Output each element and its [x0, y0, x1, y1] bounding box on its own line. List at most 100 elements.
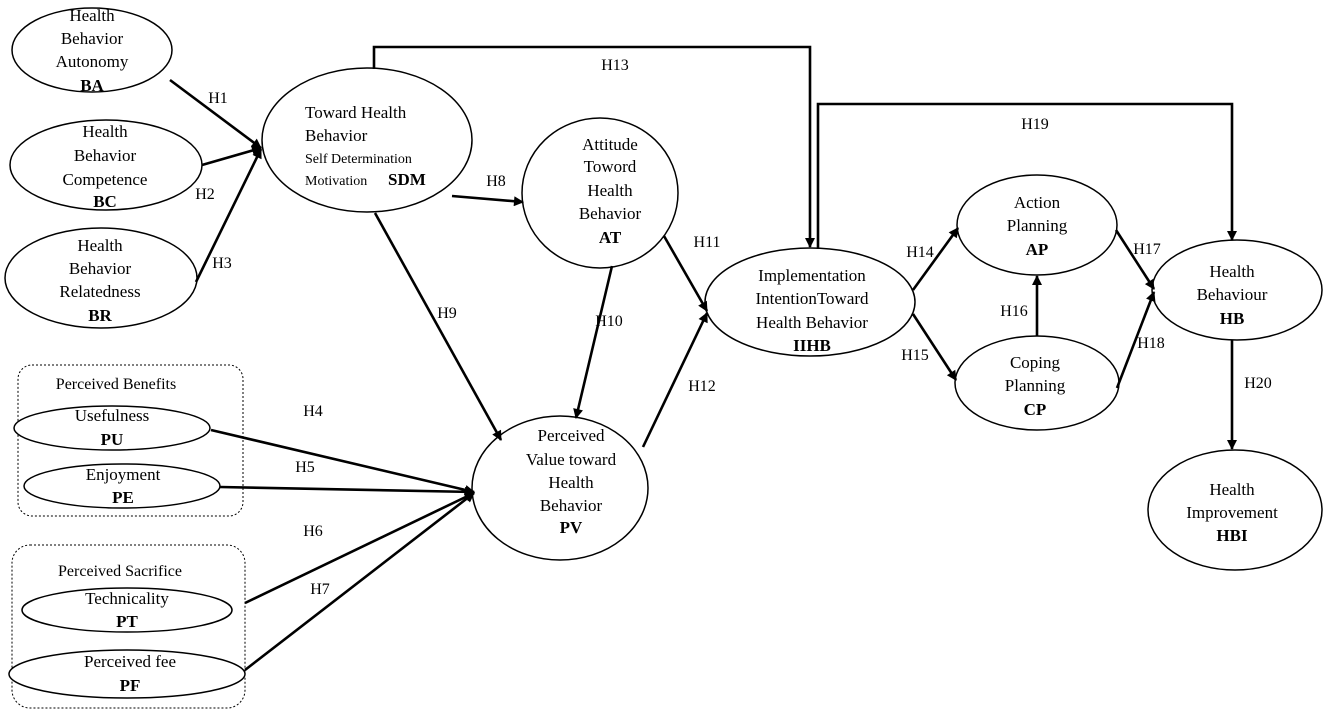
- node-at-line-4: Behavior: [579, 204, 642, 223]
- node-at-ellipse: [521, 117, 679, 269]
- node-pe: Enjoyment PE: [23, 463, 221, 509]
- edge-h15: [911, 313, 958, 381]
- edge-h18: [1115, 291, 1156, 389]
- node-cp: Coping Planning CP: [954, 335, 1120, 431]
- edge-h6: [244, 491, 475, 605]
- node-at-abbr: AT: [599, 228, 622, 247]
- node-br-line-2: Behavior: [69, 259, 132, 278]
- node-sdm-line-3: Self Determination: [305, 152, 412, 167]
- node-bc: Health Behavior Competence BC: [9, 119, 203, 211]
- node-ba: Health Behavior Autonomy BA: [11, 6, 173, 95]
- node-hb-ellipse: [1151, 239, 1323, 341]
- edge-label-h19: H19: [1021, 116, 1049, 133]
- edge-label-h14: H14: [906, 244, 934, 261]
- node-cp-abbr: CP: [1024, 400, 1047, 419]
- edge-label-h2: H2: [195, 186, 215, 203]
- group-perceived-benefits: Perceived Benefits: [17, 364, 244, 517]
- node-pv-line-4: Behavior: [540, 496, 603, 515]
- node-bc-line-1: Health: [82, 122, 128, 141]
- node-ba-abbr: BA: [80, 76, 104, 95]
- node-at-line-1: Attitude: [582, 135, 638, 154]
- edge-label-h11: H11: [694, 234, 721, 251]
- node-hb-abbr: HB: [1220, 309, 1245, 328]
- edge-h7: [244, 491, 475, 672]
- edge-label-h18: H18: [1137, 335, 1165, 352]
- node-ap-line-1: Action: [1014, 193, 1061, 212]
- edge-h8: [451, 194, 524, 207]
- node-cp-line-1: Coping: [1010, 353, 1061, 372]
- node-cp-line-2: Planning: [1005, 376, 1066, 395]
- edge-label-h3: H3: [212, 255, 232, 272]
- node-pu: Usefulness PU: [13, 405, 211, 451]
- edge-h9: [373, 212, 503, 441]
- node-pu-ellipse: [13, 405, 211, 451]
- node-iihb-line-3: Health Behavior: [756, 313, 868, 332]
- node-pt: Technicality PT: [21, 587, 233, 633]
- node-br: Health Behavior Relatedness BR: [4, 227, 198, 329]
- node-hbi-ellipse: [1147, 449, 1323, 571]
- edge-label-h13: H13: [601, 57, 629, 74]
- node-hb-line-2: Behaviour: [1197, 285, 1268, 304]
- node-pv: Perceived Value toward Health Behavior P…: [471, 415, 649, 561]
- edge-label-h6: H6: [303, 523, 323, 540]
- node-pe-ellipse: [23, 463, 221, 509]
- edge-h17: [1114, 229, 1156, 290]
- node-sdm-abbr: SDM: [388, 170, 426, 189]
- node-pf-abbr: PF: [120, 676, 141, 695]
- node-at-line-2: Toword: [584, 157, 637, 176]
- node-hbi-line-1: Health: [1209, 480, 1255, 499]
- edge-label-h5: H5: [295, 459, 315, 476]
- node-ap-line-2: Planning: [1007, 216, 1068, 235]
- group-perceived-sacrifice-title: Perceived Sacrifice: [58, 563, 182, 580]
- group-perceived-benefits-box: [17, 364, 244, 517]
- node-sdm-line-2: Behavior: [305, 126, 368, 145]
- node-pf-ellipse: [8, 649, 246, 699]
- edge-label-h20: H20: [1244, 375, 1272, 392]
- node-bc-abbr: BC: [93, 192, 117, 211]
- node-ba-ellipse: [11, 7, 173, 93]
- node-pt-abbr: PT: [116, 612, 138, 631]
- edge-label-h4: H4: [303, 403, 323, 420]
- node-ba-line-2: Behavior: [61, 29, 124, 48]
- edge-label-h8: H8: [486, 173, 506, 190]
- edge-h10: [573, 265, 614, 419]
- edge-label-h16: H16: [1000, 303, 1028, 320]
- node-br-abbr: BR: [88, 306, 112, 325]
- group-perceived-sacrifice-box: [11, 544, 246, 709]
- node-hbi-abbr: HBI: [1216, 526, 1248, 545]
- edge-h3: [194, 148, 263, 283]
- edge-h13: [372, 45, 815, 248]
- node-hb-line-1: Health: [1209, 262, 1255, 281]
- node-iihb-line-2: IntentionToward: [755, 289, 869, 308]
- node-bc-line-2: Behavior: [74, 146, 137, 165]
- group-perceived-sacrifice: Perceived Sacrifice: [11, 544, 246, 709]
- edge-label-h12: H12: [688, 378, 716, 395]
- edge-h2: [201, 145, 262, 167]
- node-pt-line-1: Technicality: [85, 589, 169, 608]
- edge-h14: [911, 227, 960, 291]
- node-pu-abbr: PU: [101, 430, 124, 449]
- edge-label-h7: H7: [310, 581, 330, 598]
- node-at: Attitude Toword Health Behavior AT: [521, 117, 679, 269]
- node-pe-abbr: PE: [112, 488, 134, 507]
- node-pf: Perceived fee PF: [8, 649, 246, 699]
- node-sdm-ellipse: [261, 67, 473, 213]
- group-perceived-benefits-title: Perceived Benefits: [56, 376, 176, 393]
- edge-h11: [662, 235, 709, 312]
- edge-h4: [210, 428, 475, 495]
- node-ap: Action Planning AP: [956, 174, 1118, 276]
- node-ap-abbr: AP: [1026, 240, 1049, 259]
- node-hb: Health Behaviour HB: [1151, 239, 1323, 341]
- node-pe-line-1: Enjoyment: [86, 465, 161, 484]
- edge-label-h9: H9: [437, 305, 457, 322]
- edge-h1: [169, 78, 262, 150]
- node-pu-line-1: Usefulness: [75, 406, 150, 425]
- node-ba-line-3: Autonomy: [56, 52, 129, 71]
- node-sdm-line-4: Motivation: [305, 174, 367, 189]
- node-pv-line-2: Value toward: [526, 450, 617, 469]
- node-hbi-line-2: Improvement: [1186, 503, 1278, 522]
- edge-label-h10: H10: [595, 313, 623, 330]
- node-sdm: Toward Health Behavior Self Determinatio…: [261, 67, 473, 213]
- edge-label-h1: H1: [208, 90, 228, 107]
